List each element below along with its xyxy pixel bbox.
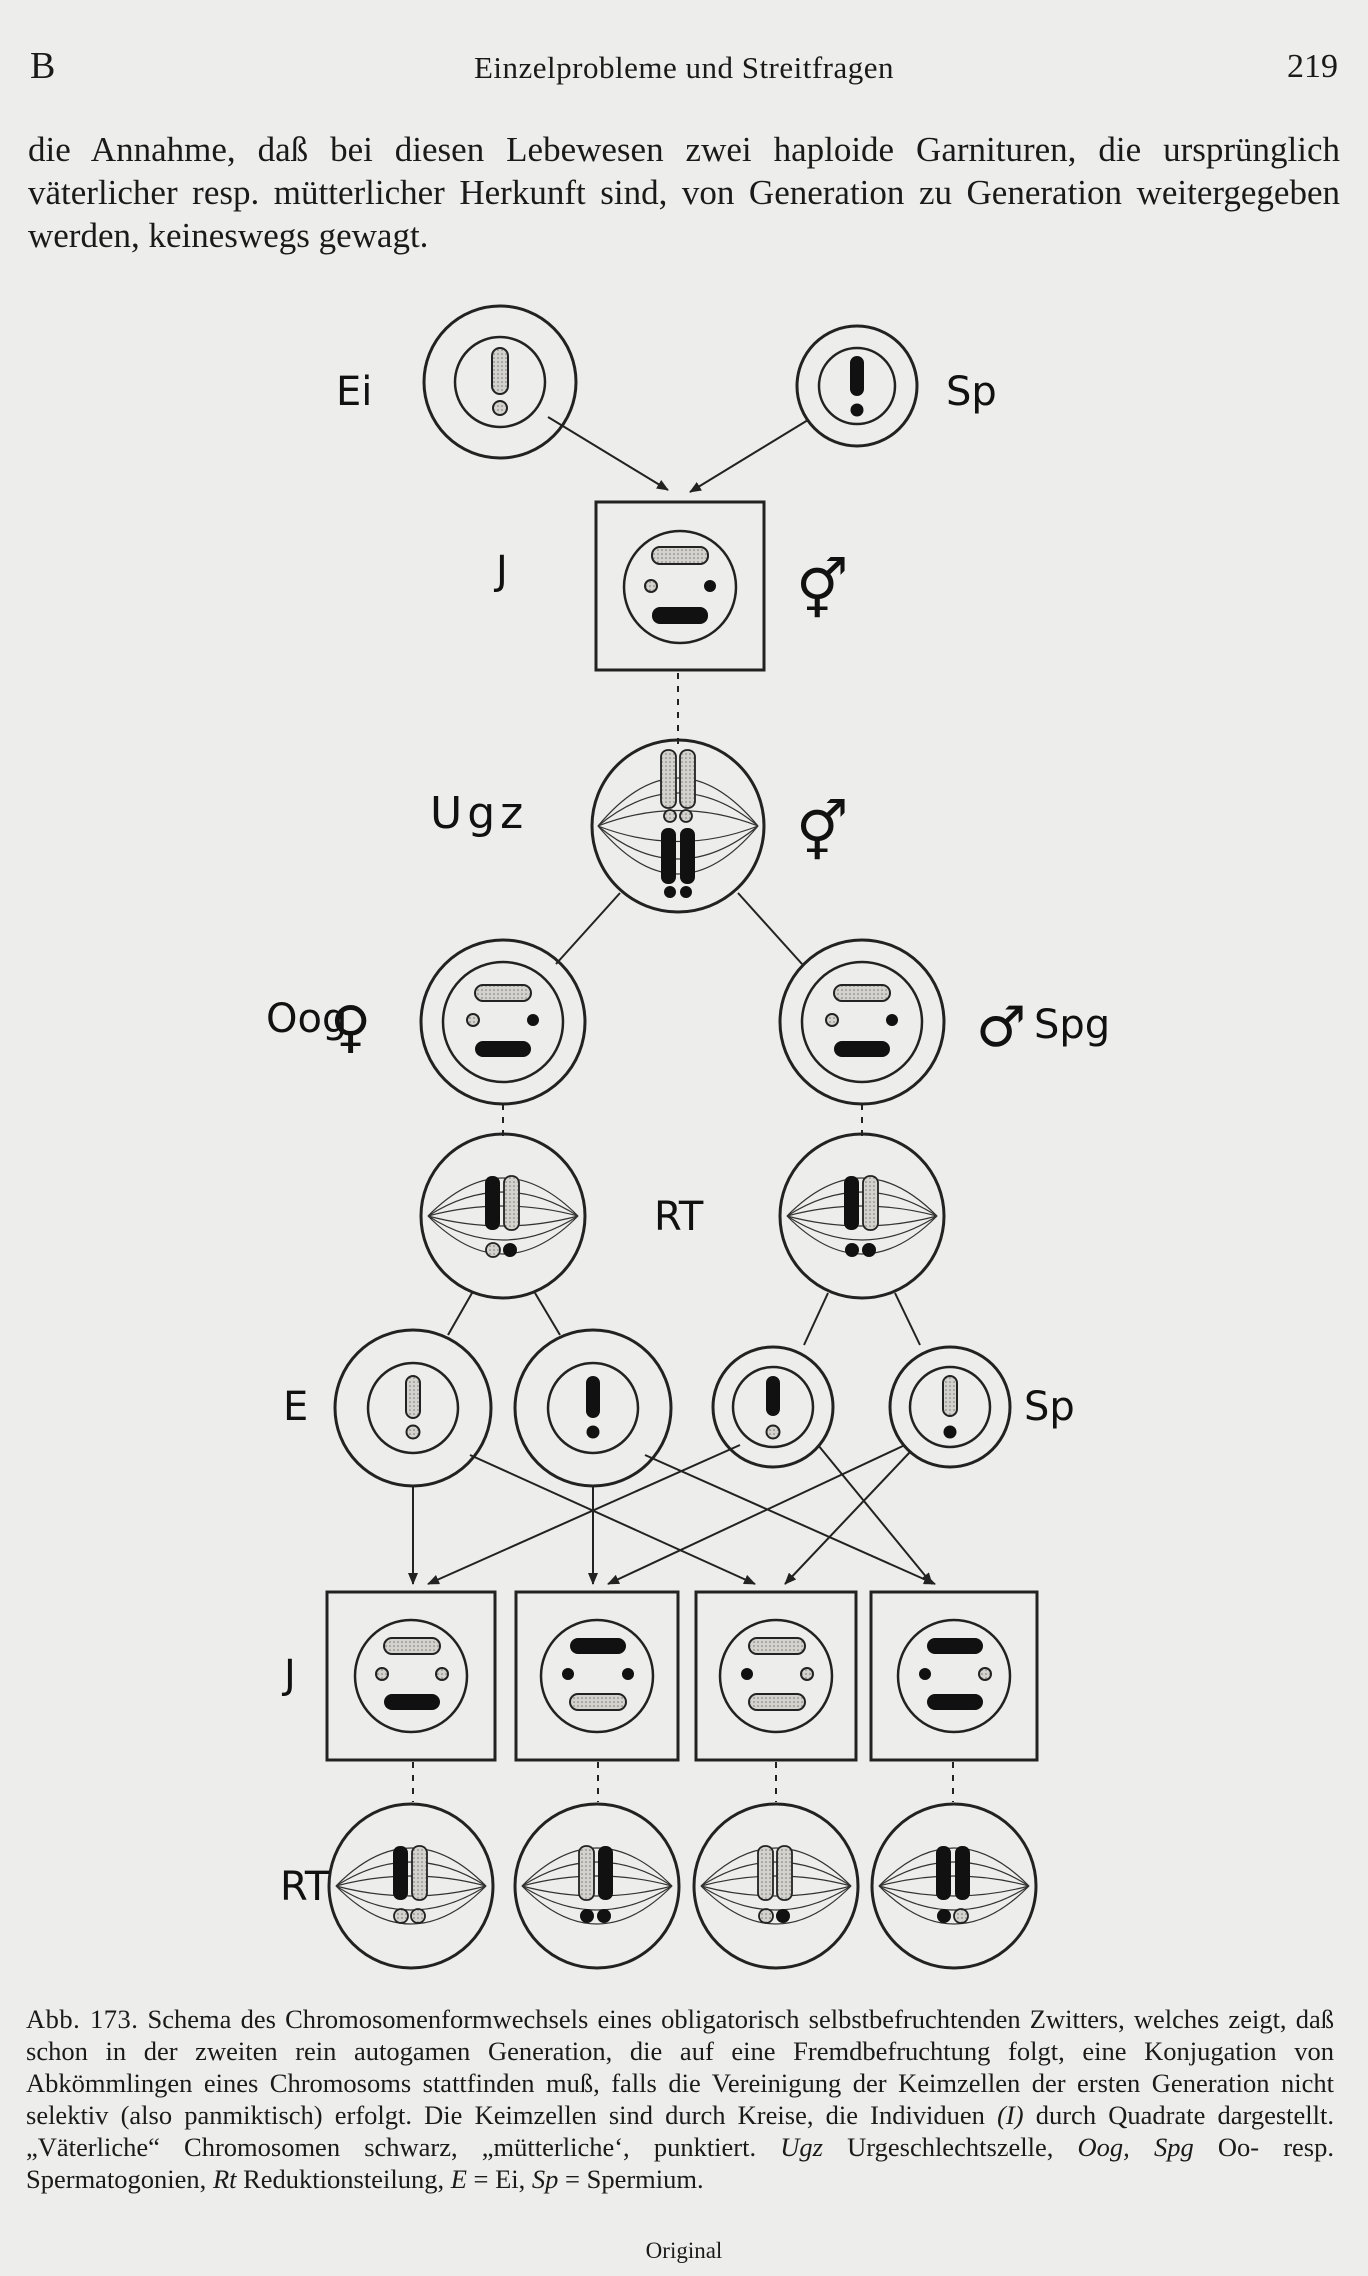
gamete-egg-1 bbox=[333, 1328, 493, 1488]
arrow-sp1-to-j4 bbox=[817, 1444, 933, 1585]
caption-abbr-oog: Oog, bbox=[1077, 2132, 1130, 2162]
oogonium-cell bbox=[419, 938, 587, 1106]
caption-text: durch Quadrate dargestellt. „Väterliche“… bbox=[26, 2100, 1334, 2162]
caption-abbr-rt: Rt bbox=[212, 2164, 237, 2194]
arrow-sperm-to-individual bbox=[689, 419, 809, 493]
reduction-division-left bbox=[419, 1132, 587, 1300]
page-number: 219 bbox=[1287, 48, 1338, 85]
individual-j-bottom-1 bbox=[325, 1590, 497, 1762]
label-rt-mid: RT bbox=[654, 1194, 704, 1240]
individual-j-bottom-4 bbox=[869, 1590, 1039, 1762]
arrow-e1-to-j3 bbox=[469, 1454, 756, 1585]
connector-lines bbox=[408, 416, 954, 1802]
sperm-cell-top bbox=[795, 324, 919, 448]
caption-abbr-sp: Sp bbox=[531, 2164, 559, 2194]
label-sp-top: Sp bbox=[946, 369, 997, 415]
page-header: B Einzelprobleme und Streitfragen 219 bbox=[30, 44, 1338, 94]
arrow-e2-to-j4 bbox=[644, 1454, 936, 1585]
individual-j-bottom-2 bbox=[514, 1590, 680, 1762]
line-rt-right-to-sp1 bbox=[803, 1292, 829, 1346]
individual-j-bottom-3 bbox=[694, 1590, 858, 1762]
caption-text bbox=[1130, 2132, 1154, 2162]
male-symbol: ♂ bbox=[976, 995, 1026, 1060]
caption-text: Reduktionsteilung, bbox=[236, 2164, 451, 2194]
line-rt-left-to-e1 bbox=[447, 1292, 473, 1336]
gamete-sperm-1 bbox=[711, 1345, 835, 1469]
gamete-egg-2 bbox=[513, 1328, 673, 1488]
reduction-division-right bbox=[778, 1132, 946, 1300]
reduction-division-bottom-2 bbox=[513, 1802, 681, 1970]
caption-abbr-spg: Spg bbox=[1153, 2132, 1194, 2162]
line-ugz-to-spg bbox=[737, 892, 803, 965]
label-j-bottom: J bbox=[281, 1652, 296, 1698]
caption-text: = Spermium. bbox=[558, 2164, 704, 2194]
caption-text: Urgeschlechtszelle, bbox=[822, 2132, 1078, 2162]
egg-cell-top bbox=[422, 304, 578, 460]
section-letter: B bbox=[30, 45, 56, 87]
line-rt-right-to-sp2 bbox=[894, 1292, 921, 1346]
label-spg: Spg bbox=[1034, 1002, 1110, 1048]
line-ugz-to-oog bbox=[555, 892, 621, 965]
arrow-egg-to-individual bbox=[547, 416, 669, 491]
line-rt-left-to-e2 bbox=[534, 1292, 561, 1336]
caption-text: Schema des Chromosomenformwechsels eines… bbox=[26, 2004, 1334, 2130]
caption-abbr-ugz: Ugz bbox=[780, 2132, 823, 2162]
caption-text: = Ei, bbox=[466, 2164, 532, 2194]
spermatogonium-cell bbox=[778, 938, 946, 1106]
label-ugz: Ugz bbox=[430, 788, 528, 839]
caption-abbr-e: E bbox=[450, 2164, 467, 2194]
arrow-sp2-to-j3 bbox=[784, 1451, 911, 1585]
arrow-sp1-to-j1 bbox=[427, 1444, 741, 1585]
hermaphrodite-symbol-2: ⚥ bbox=[796, 798, 848, 866]
figure-credit: Original bbox=[645, 2238, 723, 2263]
body-paragraph: die Annahme, daß bei diesen Lebewesen zw… bbox=[28, 130, 1340, 255]
caption-text: Oo- resp. Spermatogonien, bbox=[26, 2132, 1334, 2194]
label-sp-mid: Sp bbox=[1024, 1384, 1075, 1430]
female-symbol: ♀ bbox=[330, 995, 371, 1060]
arrow-sp2-to-j2 bbox=[607, 1444, 906, 1585]
figure-caption: Abb. 173. Schema des Chromosomenformwech… bbox=[26, 2003, 1334, 2195]
reduction-division-bottom-3 bbox=[692, 1802, 860, 1970]
label-e: E bbox=[283, 1384, 308, 1430]
gamete-sperm-2 bbox=[888, 1345, 1012, 1469]
individual-j-top bbox=[594, 500, 766, 672]
running-title: Einzelprobleme und Streitfragen bbox=[473, 50, 895, 85]
chromosome-scheme-figure: Ei Sp J ⚥ Ugz ⚥ Oog ♀ ♂ Spg RT E Sp J RT bbox=[266, 304, 1110, 1970]
reduction-division-bottom-4 bbox=[870, 1802, 1038, 1970]
label-ei: Ei bbox=[336, 369, 372, 415]
label-oog: Oog bbox=[266, 996, 347, 1042]
label-j-top: J bbox=[493, 548, 508, 594]
label-rt-bottom: RT bbox=[280, 1864, 330, 1910]
primordial-germ-cell-ugz bbox=[590, 738, 766, 914]
caption-abbr-i: (I) bbox=[997, 2100, 1024, 2130]
reduction-division-bottom-1 bbox=[327, 1802, 495, 1970]
caption-label: Abb. 173. bbox=[26, 2004, 139, 2034]
hermaphrodite-symbol-1: ⚥ bbox=[796, 556, 848, 624]
